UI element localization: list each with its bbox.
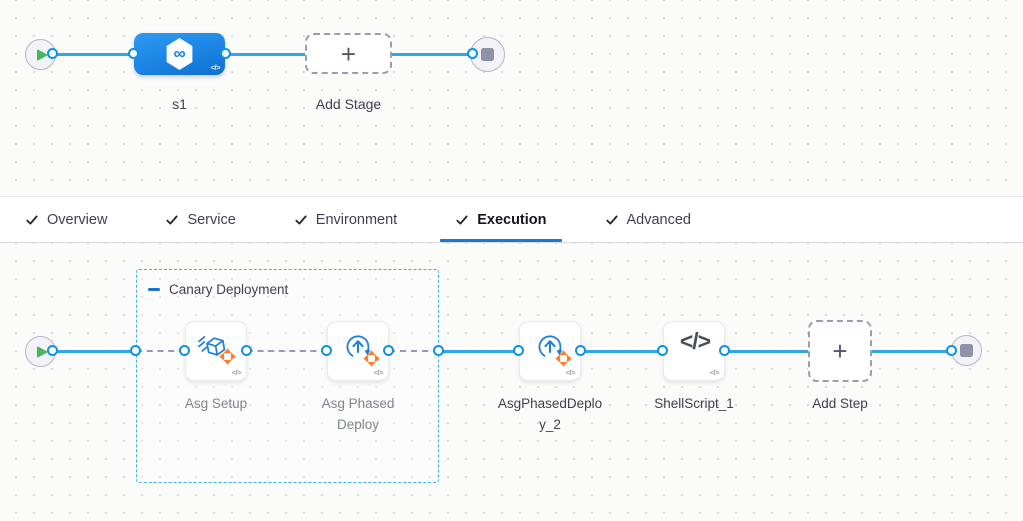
play-icon — [36, 48, 48, 61]
check-icon — [294, 213, 308, 227]
check-icon — [165, 213, 179, 227]
tab-label: Advanced — [626, 211, 692, 228]
connector-point[interactable] — [47, 345, 58, 356]
move-arrows-icon — [219, 348, 236, 365]
plus-icon: + — [340, 38, 357, 69]
connector-line — [53, 350, 136, 353]
tab-label: Environment — [315, 211, 398, 228]
execution-end-node — [951, 335, 982, 366]
stage-config-tabbar: Overview Service Environment Execution A… — [0, 196, 1023, 243]
plus-icon: + — [832, 336, 848, 366]
connector-point[interactable] — [719, 345, 730, 356]
deployment-infinity-icon: ∞ — [166, 38, 193, 70]
connector-point[interactable] — [241, 345, 252, 356]
step-label[interactable]: AsgPhasedDeploy_2 — [497, 396, 603, 432]
connector-point[interactable] — [946, 345, 957, 356]
connector-line — [872, 350, 952, 353]
add-step-button[interactable]: + — [808, 320, 872, 382]
tab-service[interactable]: Service — [148, 197, 252, 242]
connector-point[interactable] — [130, 345, 141, 356]
connector-line — [439, 350, 519, 353]
code-badge-icon: </> — [210, 63, 221, 72]
tab-label: Overview — [47, 211, 108, 228]
connector-point[interactable] — [467, 48, 478, 59]
tab-environment[interactable]: Environment — [277, 197, 414, 242]
tab-execution[interactable]: Execution — [438, 197, 563, 242]
connector-line — [725, 350, 808, 353]
tab-label: Service — [187, 211, 236, 228]
add-stage-label[interactable]: Add Stage — [315, 96, 382, 112]
step-label[interactable]: ShellScript_1 — [654, 396, 734, 411]
connector-point[interactable] — [321, 345, 332, 356]
check-icon — [25, 213, 39, 227]
stop-icon — [960, 344, 973, 357]
asg-phased-deploy-rotate-icon — [538, 335, 563, 357]
stop-icon — [481, 48, 494, 61]
check-icon — [455, 213, 469, 227]
move-arrows-icon — [363, 350, 380, 367]
code-badge-icon: </> — [231, 368, 242, 377]
group-title[interactable]: Canary Deployment — [169, 282, 289, 297]
stage-node-s1[interactable]: ∞ </> — [134, 33, 225, 75]
connector-line — [391, 53, 473, 56]
move-arrows-icon — [555, 350, 572, 367]
connector-point[interactable] — [179, 345, 190, 356]
dashed-connector-line — [136, 350, 185, 352]
step-node-asg-phased-deploy-2[interactable]: </> — [519, 321, 581, 381]
code-badge-icon: </> — [565, 368, 576, 377]
dashed-connector-line — [247, 350, 327, 352]
collapse-group-icon[interactable] — [148, 288, 160, 291]
step-node-shellscript-1[interactable]: </> </> — [663, 321, 725, 381]
tab-advanced[interactable]: Advanced — [588, 197, 709, 242]
step-node-asg-phased-deploy[interactable]: </> — [327, 321, 389, 381]
connector-line — [581, 350, 663, 353]
connector-point[interactable] — [220, 48, 231, 59]
shell-script-code-icon: </> — [679, 328, 711, 354]
connector-point[interactable] — [513, 345, 524, 356]
tab-label: Execution — [477, 211, 547, 228]
code-badge-icon: </> — [373, 368, 384, 377]
dashed-connector-line — [389, 350, 439, 352]
check-icon — [605, 213, 619, 227]
connector-line — [225, 53, 306, 56]
execution-graph-canvas[interactable]: Canary Deployment — [0, 243, 1023, 521]
asg-phased-deploy-rotate-icon — [346, 335, 371, 357]
connector-point[interactable] — [575, 345, 586, 356]
step-label[interactable]: Asg Phased Deploy — [321, 396, 395, 432]
step-node-asg-setup[interactable]: </> — [185, 321, 247, 381]
play-icon — [36, 345, 48, 358]
connector-point[interactable] — [433, 345, 444, 356]
connector-point[interactable] — [128, 48, 139, 59]
add-stage-button[interactable]: + — [305, 33, 392, 74]
connector-point[interactable] — [47, 48, 58, 59]
stage-label[interactable]: s1 — [172, 96, 187, 112]
stage-pipeline-canvas[interactable]: ∞ </> + s1 Add Stage — [0, 0, 1023, 196]
add-step-label[interactable]: Add Step — [812, 396, 868, 411]
connector-point[interactable] — [657, 345, 668, 356]
connector-point[interactable] — [383, 345, 394, 356]
step-group-canary-deployment[interactable]: Canary Deployment — [136, 269, 439, 483]
asg-setup-cube-icon — [198, 335, 226, 356]
step-label[interactable]: Asg Setup — [184, 396, 248, 411]
tab-overview[interactable]: Overview — [8, 197, 124, 242]
code-badge-icon: </> — [709, 368, 720, 377]
connector-line — [53, 53, 135, 56]
